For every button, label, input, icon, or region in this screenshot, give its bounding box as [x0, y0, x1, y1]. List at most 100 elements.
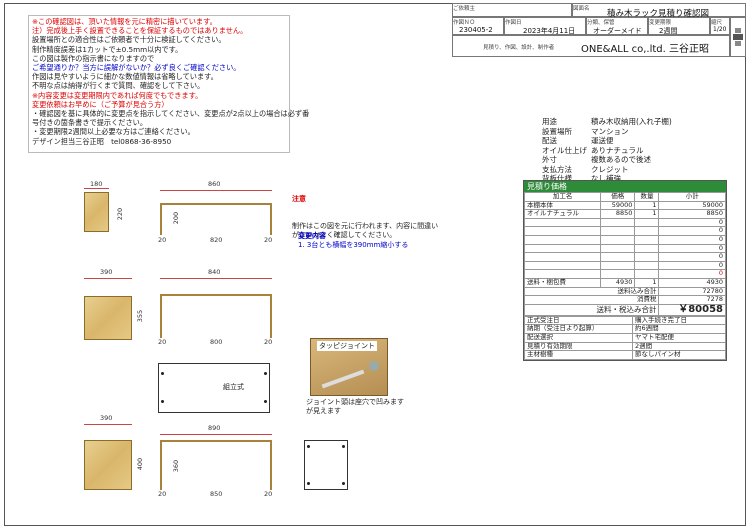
- estimate-header: 加工名: [523, 192, 602, 202]
- estimate-title: 見積り価格: [524, 181, 726, 192]
- dim-f3-thick-right: 20: [264, 490, 273, 498]
- spec-row: 背板仕様なし補強: [540, 174, 674, 184]
- screw-mark: [161, 372, 164, 375]
- estimate-cell-sub: 0: [658, 226, 726, 236]
- dim-f1-inner: 820: [210, 236, 223, 244]
- estimate-cell-qty: 1: [634, 277, 660, 288]
- estimate-cell-sub: 0: [658, 243, 726, 254]
- scale-value: 1/20: [713, 26, 727, 33]
- estimate-row: 0: [523, 234, 726, 245]
- estimate-cell-name: [523, 260, 602, 271]
- category-value: オーダーメイド: [593, 27, 642, 35]
- note-line: デザイン担当三谷正昭 tel0868-36-8950: [32, 136, 172, 146]
- dimline-f1: [160, 190, 272, 191]
- estimate-cell-price: [600, 217, 636, 228]
- change-title: 変更内容: [298, 232, 326, 240]
- dimline-d2: [84, 278, 132, 279]
- deadline-label: 変更期限: [649, 20, 672, 26]
- estimate-row: 0: [523, 243, 726, 254]
- spec-row: 支払方法クレジット: [540, 165, 674, 175]
- estimate-header: 小計: [658, 192, 726, 202]
- dim-d2-height: 355: [136, 309, 145, 323]
- estimate-cell-qty: [634, 243, 660, 254]
- caution-title: 注意: [292, 195, 306, 203]
- estimate-cell-sub: 0: [658, 252, 726, 262]
- dim-f3-height: 360: [172, 459, 181, 473]
- date-label: 作図日: [505, 20, 522, 26]
- spec-key: 用途: [542, 117, 557, 126]
- estimate-cell-price: [600, 226, 636, 236]
- dim-f3-inner: 850: [210, 490, 223, 498]
- estimate-cell-price: [600, 260, 636, 271]
- spec-key: オイル仕上げ: [542, 145, 587, 155]
- estimate-cell-name: [523, 252, 602, 262]
- category-cell: 分類、保管オーダーメイド: [586, 17, 648, 35]
- note-line: 注）完成後上手く設置できることを保証するものではありません。: [32, 26, 248, 36]
- joint-title: タッピジョイント: [317, 341, 377, 351]
- estimate-cell-qty: [634, 234, 660, 245]
- joint-caption: ジョイント頭は座穴で凹みます が見えます: [306, 398, 404, 415]
- scale-label: 縮尺: [711, 20, 723, 26]
- caution-note: 注意 制作はこの図を元に行われます、内容に間違い がないかよく確認してください。: [292, 177, 438, 249]
- estimate-row: 0: [523, 217, 726, 228]
- notes-box: ※この確認図は、頂いた情報を元に精密に描いています。注）完成後上手く設置できるこ…: [28, 15, 309, 153]
- dim-f2-inner: 800: [210, 338, 223, 346]
- change-body: 1. 3台とも横幅を390mm縮小する: [298, 241, 409, 249]
- dimline-d3: [84, 424, 132, 425]
- dim-f3-thick-left: 20: [158, 490, 167, 498]
- order-info-row: 主材樹種節なしパイン材: [524, 350, 726, 360]
- customer-label: ご依頼主: [453, 6, 476, 12]
- note-line: ※内容変更は変更期限内であれば何度でもできます。: [32, 90, 203, 100]
- total-value: ￥80058: [658, 303, 726, 316]
- tax-value: 7278: [658, 295, 726, 305]
- spec-value: クレジット: [591, 164, 629, 174]
- front-view-3: [160, 440, 272, 490]
- order-info-key: 配送選択: [524, 332, 633, 343]
- spec-row: 用途 積み木収納用(入れ子棚): [540, 117, 674, 127]
- note-line: ※この確認図は、頂いた情報を元に精密に描いています。: [32, 17, 217, 26]
- no-label: 作図ＮＯ: [453, 20, 476, 26]
- estimate-row: 0: [523, 252, 726, 262]
- spec-row: 外寸複数あるので後述: [540, 155, 674, 165]
- note-line: ご希望通りか？当方に誤解がないか？必ず良くご確認ください。: [32, 63, 241, 73]
- spec-row: 配送運送便: [540, 136, 674, 146]
- estimate-cell-name: 送料・梱包費: [523, 277, 602, 288]
- note-line: 制作精度誤差は1カットで±0.5mm以内です。: [32, 44, 183, 54]
- drawing-label: 図面名: [573, 6, 590, 12]
- side-view-3: [84, 440, 132, 490]
- note-line: ・変更期限2週間以上必要な方はご連絡ください。: [32, 127, 195, 137]
- spec-value: 積み木収納用(入れ子棚): [591, 117, 672, 126]
- board-plan: [304, 440, 348, 490]
- maker-label: 見積り、作図、設計、制作者: [483, 45, 555, 51]
- dim-f3-width: 890: [208, 424, 221, 432]
- tax-label: 消費税: [523, 295, 660, 305]
- drawing-name: 積み木ラック見積り確認図: [607, 9, 710, 19]
- maker-value: ONE&ALL co,.ltd. 三谷正昭: [581, 44, 710, 55]
- spec-key: 配送: [542, 136, 557, 145]
- estimate-cell-qty: 1: [634, 209, 660, 219]
- spec-key: 背板仕様: [542, 174, 572, 183]
- dim-f1-height: 200: [172, 211, 181, 225]
- logo-cell: [730, 17, 746, 57]
- estimate-row: 0: [523, 226, 726, 236]
- front-view-1: [160, 203, 272, 235]
- leaf-logo-icon: [733, 28, 743, 46]
- no-value: 230405-2: [459, 26, 493, 34]
- estimate-cell-name: オイルナチュラル: [523, 209, 602, 219]
- category-label: 分類、保管: [587, 20, 615, 26]
- order-info-table: 正式受注日購入手続き完了日納期（受注日より起算）約6週間配送選択ヤマト宅配便見積…: [524, 315, 726, 360]
- side-view-1: [84, 192, 109, 232]
- assembly-plan: 組立式: [158, 363, 270, 413]
- screw-mark: [307, 482, 310, 485]
- spec-value: ありナチュラル: [591, 145, 644, 155]
- estimate-header: 価格: [600, 192, 636, 202]
- note-line: この図は製作の指示書になりますので: [32, 53, 155, 63]
- dim-d3-width: 390: [100, 414, 113, 422]
- assembly-label: 組立式: [223, 383, 244, 391]
- order-info-row: 納期（受注日より起算）約6週間: [524, 324, 726, 334]
- spec-key: 設置場所: [542, 126, 572, 136]
- estimate-row: 0: [523, 260, 726, 271]
- estimate-cell-price: 8850: [600, 209, 636, 219]
- dim-f1-width: 860: [208, 180, 221, 188]
